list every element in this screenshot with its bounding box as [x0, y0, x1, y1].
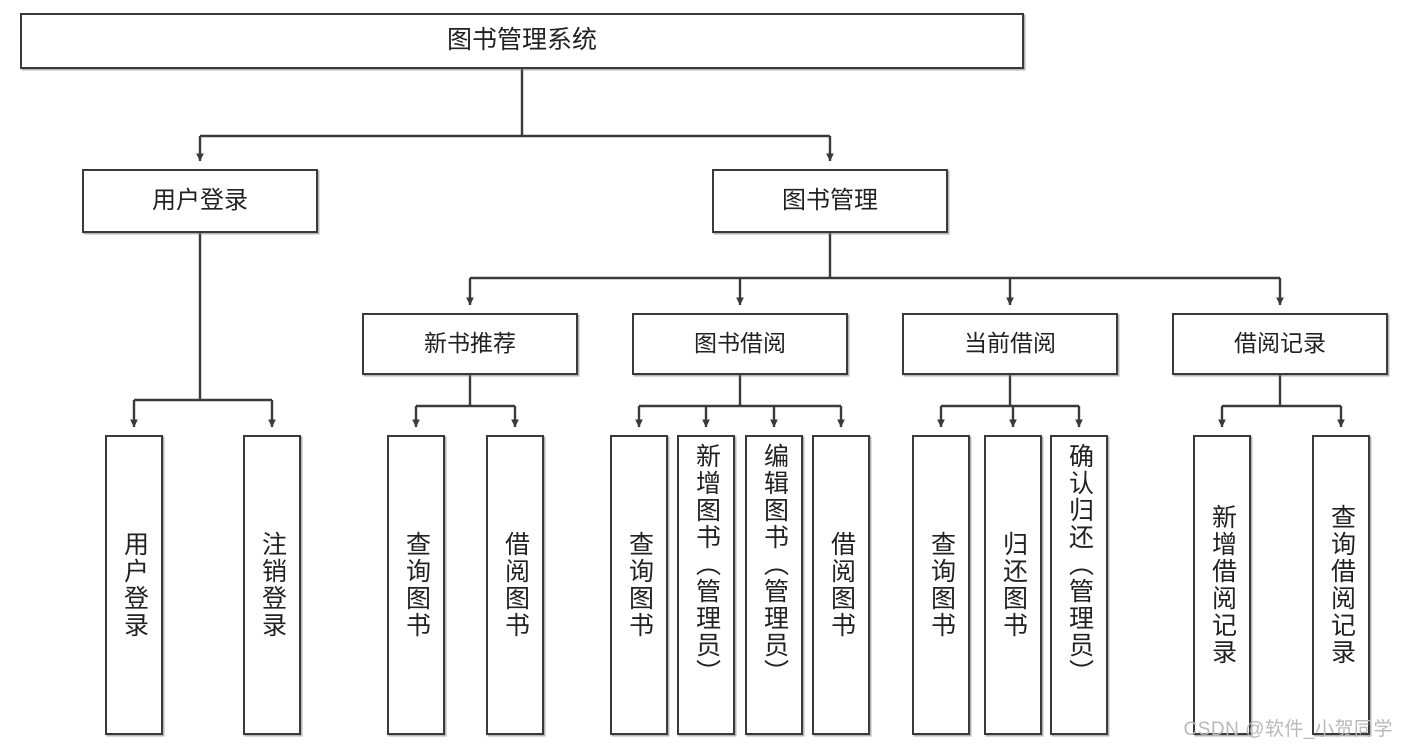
node-leaf-5[interactable]: 新增图书（管理员）: [677, 435, 735, 735]
node-level3-2[interactable]: 当前借阅: [902, 313, 1118, 375]
node-level3-3[interactable]: 借阅记录: [1172, 313, 1388, 375]
node-level3-2-label: 当前借阅: [964, 330, 1056, 357]
node-level2-1-label: 图书管理: [782, 186, 878, 214]
node-leaf-1[interactable]: 注销登录: [243, 435, 301, 735]
node-level3-1[interactable]: 图书借阅: [632, 313, 848, 375]
node-level3-0[interactable]: 新书推荐: [362, 313, 578, 375]
node-root[interactable]: 图书管理系统: [20, 13, 1024, 69]
watermark: CSDN @软件_小贺同学: [1183, 719, 1393, 740]
node-level3-0-label: 新书推荐: [424, 330, 516, 357]
node-leaf-4[interactable]: 查询图书: [610, 435, 668, 735]
node-leaf-1-label: 注销登录: [258, 531, 287, 639]
node-level3-3-label: 借阅记录: [1234, 330, 1326, 357]
node-leaf-3[interactable]: 借阅图书: [486, 435, 544, 735]
node-root-label: 图书管理系统: [446, 26, 597, 55]
node-leaf-2[interactable]: 查询图书: [387, 435, 445, 735]
node-leaf-10[interactable]: 确认归还（管理员）: [1050, 435, 1108, 735]
node-level3-1-label: 图书借阅: [694, 330, 786, 357]
node-level2-0[interactable]: 用户登录: [82, 169, 318, 233]
node-level2-0-label: 用户登录: [152, 186, 248, 214]
node-leaf-12[interactable]: 查询借阅记录: [1312, 435, 1370, 735]
node-leaf-6[interactable]: 编辑图书（管理员）: [745, 435, 803, 735]
node-leaf-11[interactable]: 新增借阅记录: [1193, 435, 1251, 735]
node-leaf-7-label: 借阅图书: [827, 531, 856, 639]
node-leaf-7[interactable]: 借阅图书: [812, 435, 870, 735]
node-leaf-5-label: 新增图书（管理员）: [692, 443, 721, 686]
node-leaf-9[interactable]: 归还图书: [984, 435, 1042, 735]
node-leaf-11-label: 新增借阅记录: [1208, 504, 1237, 666]
node-leaf-3-label: 借阅图书: [501, 531, 530, 639]
node-leaf-9-label: 归还图书: [999, 531, 1028, 639]
node-leaf-0-label: 用户登录: [120, 531, 149, 639]
node-leaf-4-label: 查询图书: [625, 531, 654, 639]
node-leaf-6-label: 编辑图书（管理员）: [760, 443, 789, 686]
node-level2-1[interactable]: 图书管理: [712, 169, 948, 233]
node-leaf-12-label: 查询借阅记录: [1327, 504, 1356, 666]
node-leaf-10-label: 确认归还（管理员）: [1065, 443, 1094, 686]
node-leaf-8-label: 查询图书: [927, 531, 956, 639]
node-leaf-2-label: 查询图书: [402, 531, 431, 639]
node-leaf-0[interactable]: 用户登录: [105, 435, 163, 735]
node-leaf-8[interactable]: 查询图书: [912, 435, 970, 735]
